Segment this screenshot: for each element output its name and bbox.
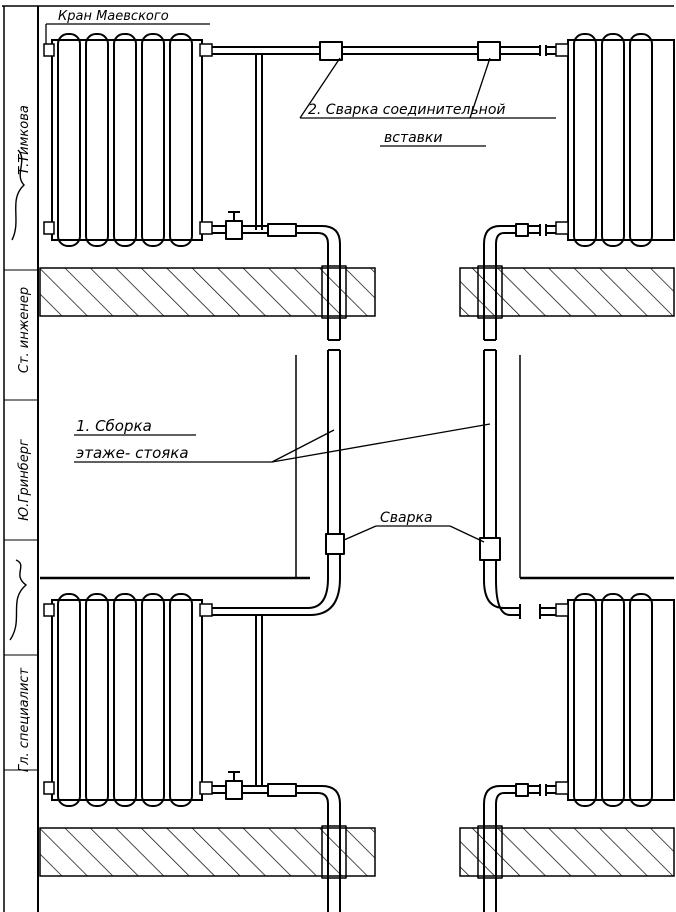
leader-insert-2 xyxy=(469,57,491,119)
weld-joint-riser-right xyxy=(479,537,501,561)
wall-outline-left xyxy=(40,355,310,580)
label-riser-2: этаже- стояка xyxy=(76,444,189,462)
weld-joint-insert-left xyxy=(319,41,343,61)
radiator-lower-left xyxy=(43,593,213,807)
weld-joint-insert-right xyxy=(477,41,501,61)
floor-slab-upper-left xyxy=(39,267,376,317)
valve-lower-left xyxy=(225,771,243,800)
label-weld-insert-1: 2. Сварка соединительной xyxy=(308,102,505,118)
wall-outline-right xyxy=(519,355,674,580)
riser-lower-left xyxy=(212,783,341,912)
sleeve-upper-left xyxy=(321,265,347,319)
signature-1 xyxy=(11,149,26,241)
bypass-lower-left xyxy=(255,615,263,786)
leader-weld-left xyxy=(343,525,377,541)
stamp-name-4: Гл. специалист xyxy=(17,667,32,772)
label-mayevsky-valve: Кран Маевского xyxy=(58,9,169,24)
bypass-upper-left xyxy=(255,54,263,230)
leader-weld-right xyxy=(449,525,485,543)
riser-lower-right xyxy=(483,783,556,912)
signature-2 xyxy=(9,559,28,641)
floor-slab-upper-right xyxy=(459,267,675,317)
riser-upper-left xyxy=(212,223,341,341)
floor-slab-lower-left xyxy=(39,827,376,877)
label-weld: Сварка xyxy=(380,510,433,526)
drawing-frame xyxy=(2,5,674,912)
connecting-insert-pipe xyxy=(212,45,556,56)
valve-upper-left xyxy=(225,211,243,240)
leader-insert xyxy=(299,57,341,119)
floor-riser-left xyxy=(212,349,341,616)
sleeve-upper-right xyxy=(477,265,503,319)
stamp-name-1: Т.Тимкова xyxy=(17,105,32,175)
radiator-lower-right xyxy=(555,593,675,807)
stamp-name-3: Ю.Гринберг xyxy=(17,439,32,521)
radiator-upper-right xyxy=(555,33,675,247)
label-riser-1: 1. Сборка xyxy=(76,417,152,435)
leader-riser-left xyxy=(271,429,335,463)
weld-joint-riser-left xyxy=(325,533,345,555)
side-stamp: Т.Тимкова Ст. инженер Ю.Гринберг Гл. спе… xyxy=(9,105,32,772)
riser-upper-right xyxy=(483,223,556,341)
sleeve-lower-right xyxy=(477,825,503,879)
leader-riser-right xyxy=(271,423,491,463)
label-weld-insert-2: вставки xyxy=(384,130,443,146)
floor-slab-lower-right xyxy=(459,827,675,877)
stamp-name-2: Ст. инженер xyxy=(17,287,32,373)
radiator-upper-left xyxy=(43,33,213,247)
sleeve-lower-left xyxy=(321,825,347,879)
